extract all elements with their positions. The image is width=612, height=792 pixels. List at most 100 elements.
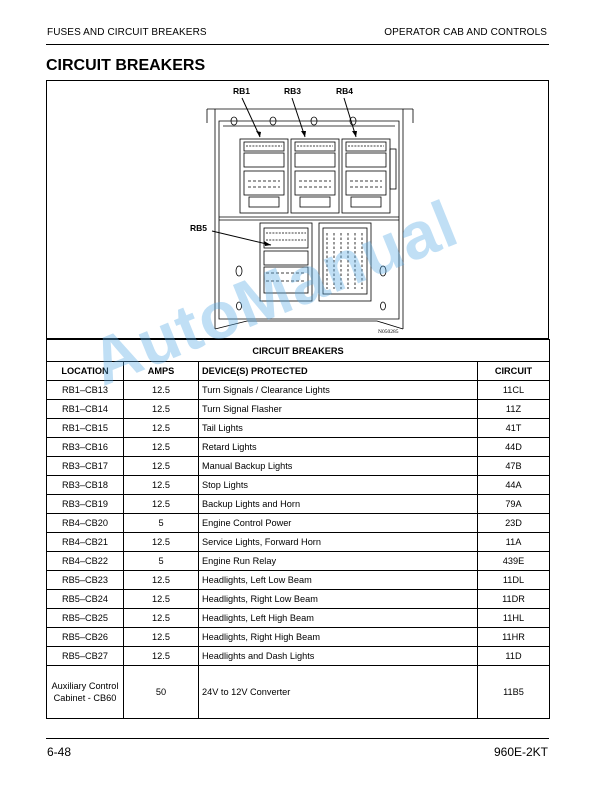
cell-amps: 12.5 <box>123 437 199 457</box>
cell-location: Auxiliary Control Cabinet - CB60 <box>46 665 124 719</box>
cell-location: RB4–CB21 <box>46 532 124 552</box>
cell-circuit: 439E <box>477 551 550 571</box>
cell-amps: 12.5 <box>123 646 199 666</box>
relay-board-diagram: RB1 RB3 RB4 RB5 N050285 <box>190 86 414 335</box>
cell-device: Headlights and Dash Lights <box>198 646 478 666</box>
cell-amps: 12.5 <box>123 399 199 419</box>
page-number: 6-48 <box>47 745 72 759</box>
cell-location: RB5–CB24 <box>46 589 124 609</box>
cell-location: RB3–CB19 <box>46 494 124 514</box>
cell-circuit: 11HL <box>477 608 550 628</box>
cell-location: RB5–CB23 <box>46 570 124 590</box>
cell-amps: 12.5 <box>123 608 199 628</box>
cell-amps: 5 <box>123 551 199 571</box>
cell-circuit: 79A <box>477 494 550 514</box>
cell-circuit: 11CL <box>477 380 550 400</box>
cell-location: RB5–CB25 <box>46 608 124 628</box>
cell-amps: 12.5 <box>123 570 199 590</box>
cell-circuit: 23D <box>477 513 550 533</box>
cell-device: Engine Control Power <box>198 513 478 533</box>
rb4-label: RB4 <box>336 86 353 96</box>
cell-amps: 12.5 <box>123 418 199 438</box>
rb5-label: RB5 <box>190 223 207 233</box>
cell-circuit: 11D <box>477 646 550 666</box>
cell-location: RB1–CB13 <box>46 380 124 400</box>
cell-amps: 12.5 <box>123 380 199 400</box>
cell-device: Manual Backup Lights <box>198 456 478 476</box>
cell-location: RB4–CB20 <box>46 513 124 533</box>
header-section-title: FUSES AND CIRCUIT BREAKERS <box>47 27 207 38</box>
page-title: CIRCUIT BREAKERS <box>46 57 206 74</box>
cell-location: RB5–CB26 <box>46 627 124 647</box>
cell-device: Headlights, Left High Beam <box>198 608 478 628</box>
header-devices: DEVICE(S) PROTECTED <box>198 361 478 381</box>
cell-device: Turn Signal Flasher <box>198 399 478 419</box>
cell-amps: 12.5 <box>123 532 199 552</box>
cell-circuit: 11HR <box>477 627 550 647</box>
cell-location: RB1–CB15 <box>46 418 124 438</box>
cell-device: Retard Lights <box>198 437 478 457</box>
cell-device: Stop Lights <box>198 475 478 495</box>
cell-amps: 12.5 <box>123 475 199 495</box>
cell-location: RB1–CB14 <box>46 399 124 419</box>
cabinet-illustration: RB1 RB3 RB4 RB5 N050285 <box>46 80 549 339</box>
cell-circuit: 47B <box>477 456 550 476</box>
cell-device: Engine Run Relay <box>198 551 478 571</box>
cell-device: Backup Lights and Horn <box>198 494 478 514</box>
header-circuit: CIRCUIT <box>477 361 550 381</box>
cell-circuit: 11B5 <box>477 665 550 719</box>
cell-location: RB4–CB22 <box>46 551 124 571</box>
header-amps: AMPS <box>123 361 199 381</box>
circuit-breakers-table: CIRCUIT BREAKERS LOCATION AMPS DEVICE(S)… <box>46 339 550 719</box>
cell-amps: 12.5 <box>123 589 199 609</box>
cell-device: Turn Signals / Clearance Lights <box>198 380 478 400</box>
cell-circuit: 11DR <box>477 589 550 609</box>
cell-device: Headlights, Right High Beam <box>198 627 478 647</box>
cell-circuit: 11Z <box>477 399 550 419</box>
header-location: LOCATION <box>46 361 124 381</box>
cell-device: Service Lights, Forward Horn <box>198 532 478 552</box>
figure-id: N050285 <box>378 329 399 335</box>
cell-amps: 12.5 <box>123 627 199 647</box>
rb1-label: RB1 <box>233 86 250 96</box>
cell-circuit: 41T <box>477 418 550 438</box>
cell-device: Headlights, Right Low Beam <box>198 589 478 609</box>
cell-amps: 12.5 <box>123 456 199 476</box>
cell-location: RB5–CB27 <box>46 646 124 666</box>
cell-amps: 5 <box>123 513 199 533</box>
table-caption: CIRCUIT BREAKERS <box>46 339 550 362</box>
rb3-label: RB3 <box>284 86 301 96</box>
cell-device: 24V to 12V Converter <box>198 665 478 719</box>
cell-location: RB3–CB18 <box>46 475 124 495</box>
cell-circuit: 44A <box>477 475 550 495</box>
cell-amps: 50 <box>123 665 199 719</box>
cell-circuit: 11DL <box>477 570 550 590</box>
cell-amps: 12.5 <box>123 494 199 514</box>
header-divider <box>46 44 549 45</box>
cell-device: Headlights, Left Low Beam <box>198 570 478 590</box>
model-number: 960E-2KT <box>493 745 548 759</box>
cell-location: RB3–CB17 <box>46 456 124 476</box>
cell-circuit: 44D <box>477 437 550 457</box>
header-chapter-title: OPERATOR CAB AND CONTROLS <box>384 27 547 38</box>
cell-circuit: 11A <box>477 532 550 552</box>
cell-device: Tail Lights <box>198 418 478 438</box>
footer-divider <box>46 738 549 739</box>
cell-location: RB3–CB16 <box>46 437 124 457</box>
